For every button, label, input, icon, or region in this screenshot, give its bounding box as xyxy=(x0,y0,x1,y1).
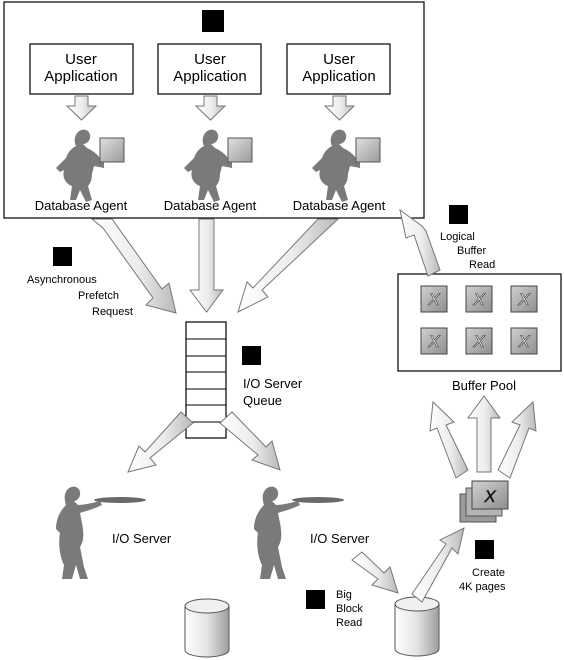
prefetch-arrow-right xyxy=(237,218,340,313)
arrow-app-to-agent-1 xyxy=(65,95,98,121)
io-server-figure-1 xyxy=(56,486,146,579)
buffer-page-6: X xyxy=(510,327,538,355)
database-agent-label-2: Database Agent xyxy=(164,198,257,213)
step-badge-5: 5 xyxy=(475,540,494,559)
buffer-page-glyph: X xyxy=(427,332,440,351)
page-stack-glyph: X xyxy=(483,487,496,506)
fanout-arrow-center xyxy=(467,395,501,473)
buffer-page-3: X xyxy=(510,285,538,313)
logical-buffer-read-arrow xyxy=(399,208,441,277)
prefetch-arrow-left xyxy=(90,218,177,314)
buffer-page-1: X xyxy=(420,285,448,313)
step-badge-2: 2 xyxy=(53,247,72,266)
buffer-page-4: X xyxy=(420,327,448,355)
step-number-1: 1 xyxy=(209,14,218,31)
buffer-page-glyph: X xyxy=(517,290,530,309)
page-stack: X xyxy=(459,480,509,523)
step-number-2: 2 xyxy=(59,249,66,264)
buffer-page-glyph: X xyxy=(517,332,530,351)
io-server-queue xyxy=(185,321,227,439)
step-badge-4: 4 xyxy=(306,590,325,609)
buffer-page-glyph: X xyxy=(427,290,440,309)
prefetch-arrow-center xyxy=(189,218,224,313)
step-number-5: 5 xyxy=(481,542,488,557)
arrow-app-to-agent-3 xyxy=(323,95,356,121)
step-badge-6: 6 xyxy=(449,205,468,224)
buffer-page-5: X xyxy=(465,327,493,355)
disk-left xyxy=(184,598,230,658)
buffer-page-glyph: X xyxy=(472,332,485,351)
create-pages-arrow xyxy=(411,527,465,603)
fanout-arrow-right xyxy=(497,400,537,479)
database-agent-label-3: Database Agent xyxy=(293,198,386,213)
buffer-pool-label: Buffer Pool xyxy=(452,378,516,393)
step-badge-1: 1 xyxy=(202,10,224,32)
step-badge-3: 3 xyxy=(242,346,261,365)
buffer-pool-pages: X X X X X X xyxy=(420,285,538,355)
io-server-figure-2 xyxy=(254,486,344,579)
database-agent-figure-1 xyxy=(56,129,125,202)
step-number-3: 3 xyxy=(248,348,255,363)
queue-to-io-server-arrow-left xyxy=(127,411,194,473)
buffer-page-glyph: X xyxy=(472,290,485,309)
disk-right xyxy=(394,596,440,657)
arrow-app-to-agent-2 xyxy=(194,95,227,121)
io-server-label-1: I/O Server xyxy=(112,531,172,546)
big-block-read-arrow xyxy=(351,551,399,594)
step-number-4: 4 xyxy=(312,592,320,607)
step-number-6: 6 xyxy=(455,207,462,222)
database-agent-figure-3 xyxy=(312,129,381,202)
buffer-page-2: X xyxy=(465,285,493,313)
io-server-label-2: I/O Server xyxy=(310,531,370,546)
fanout-arrow-left xyxy=(429,400,469,479)
database-agent-label-1: Database Agent xyxy=(35,198,128,213)
queue-to-io-server-arrow-right xyxy=(219,411,281,471)
database-agent-figure-2 xyxy=(184,129,253,202)
